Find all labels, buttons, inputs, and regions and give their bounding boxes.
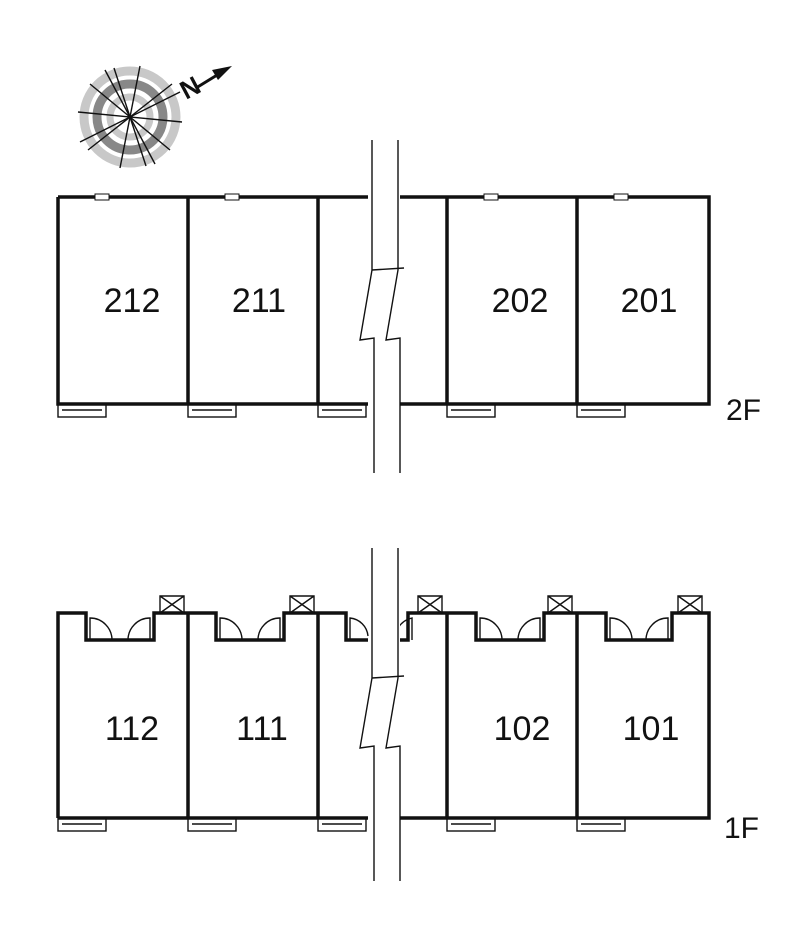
- unit-211: 211: [232, 282, 286, 320]
- unit-202: 202: [492, 282, 549, 320]
- balconies-1f: [57, 817, 626, 832]
- unit-201: 201: [621, 282, 678, 320]
- meter-box-marks: [159, 595, 703, 614]
- unit-102: 102: [494, 710, 551, 748]
- entrance-doors-1f: [89, 617, 669, 641]
- break-mark-2f: [359, 140, 405, 475]
- floor-2f: 212 211 202 201 2F: [56, 140, 761, 475]
- break-mark-1f: [359, 548, 405, 883]
- floor-label-1f: 1F: [724, 812, 759, 845]
- unit-101: 101: [623, 710, 680, 748]
- unit-112: 112: [105, 710, 159, 748]
- top-window-marks: [94, 193, 629, 201]
- compass-rose-icon: [77, 65, 232, 169]
- unit-111: 111: [236, 710, 288, 748]
- floor-1f: 112 111 102 101 1F: [56, 548, 759, 883]
- unit-212: 212: [104, 282, 161, 320]
- balconies-2f: [57, 403, 626, 418]
- compass-north-letter: N: [175, 70, 206, 105]
- floor-label-2f: 2F: [726, 394, 761, 427]
